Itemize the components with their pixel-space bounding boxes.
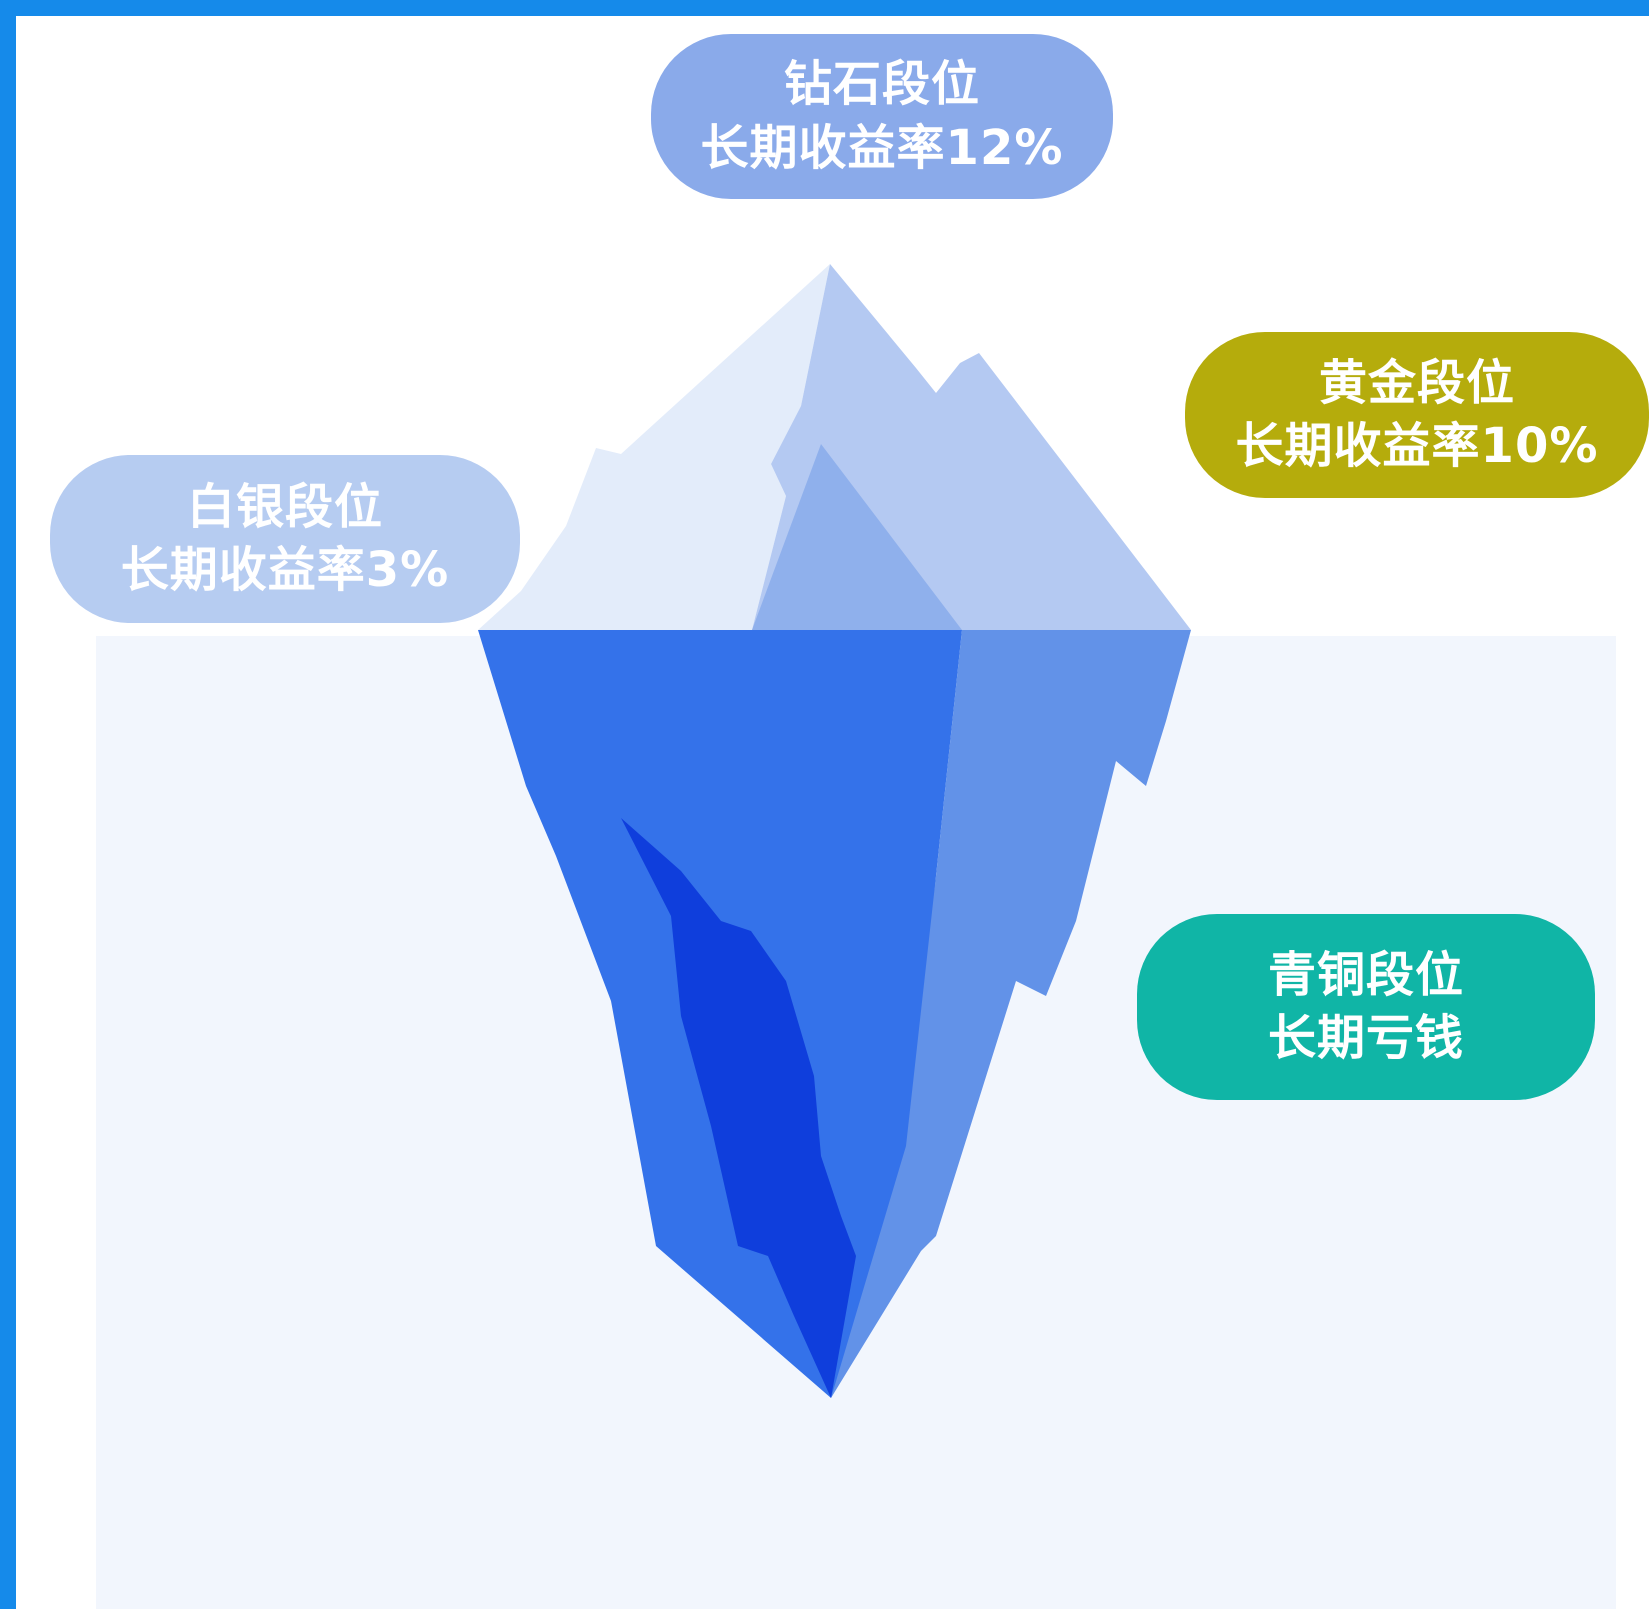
iceberg-tip-inner-peak <box>752 444 962 630</box>
iceberg-underwater-shadow <box>621 818 856 1398</box>
silver-tier-label: 白银段位 长期收益率3% <box>50 455 520 623</box>
gold-tier-label: 黄金段位 长期收益率10% <box>1185 332 1649 498</box>
diamond-tier-name: 钻石段位 <box>783 56 980 113</box>
diamond-tier-label: 钻石段位 长期收益率12% <box>651 34 1113 199</box>
diamond-tier-desc: 长期收益率12% <box>700 119 1064 176</box>
iceberg-tip-left-face <box>478 264 830 630</box>
gold-tier-desc: 长期收益率10% <box>1235 418 1599 474</box>
silver-tier-desc: 长期收益率3% <box>120 542 450 598</box>
iceberg-infographic: 钻石段位 长期收益率12% 黄金段位 长期收益率10% 白银段位 长期收益率3%… <box>16 16 1649 1609</box>
bronze-tier-label: 青铜段位 长期亏钱 <box>1137 914 1595 1100</box>
bronze-tier-name: 青铜段位 <box>1267 946 1464 1003</box>
gold-tier-name: 黄金段位 <box>1318 354 1515 411</box>
iceberg-underwater-right <box>831 630 1191 1398</box>
bronze-tier-desc: 长期亏钱 <box>1267 1010 1464 1066</box>
iceberg-illustration <box>478 264 1191 1398</box>
silver-tier-name: 白银段位 <box>186 478 383 535</box>
